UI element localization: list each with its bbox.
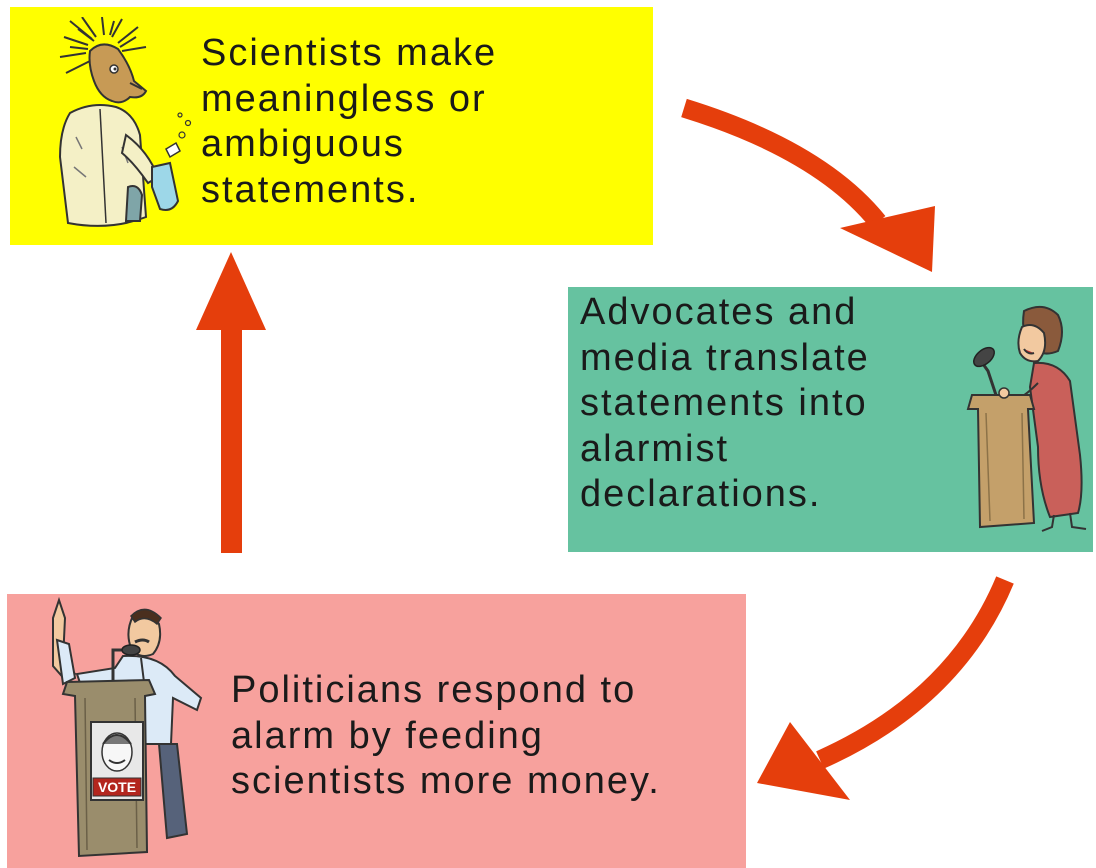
woman-at-podium-icon [966,305,1087,532]
vote-label: VOTE [98,779,136,795]
scientists-box: Scientists make meaningless or ambiguous… [10,7,653,245]
arrow-politicians-to-scientists [221,325,242,553]
politicians-box: VOTE Politicians respond to alarm by fee… [7,594,746,868]
arrow-head-scientists [196,252,266,330]
advocates-box: Advocates and media translate statements… [568,287,1093,552]
advocates-statement: Advocates and media translate statements… [580,291,870,516]
arrow-head-politicians [757,722,850,800]
politicians-statement: Politicians respond to alarm by feeding … [231,669,661,803]
arrow-advocates-to-politicians [816,576,1014,769]
arrow-scientists-to-advocates [681,98,886,229]
mad-scientist-icon [58,17,192,227]
arrow-head-advocates [840,206,935,272]
politician-at-podium-icon: VOTE [52,596,203,858]
scientists-statement: Scientists make meaningless or ambiguous… [201,32,498,211]
